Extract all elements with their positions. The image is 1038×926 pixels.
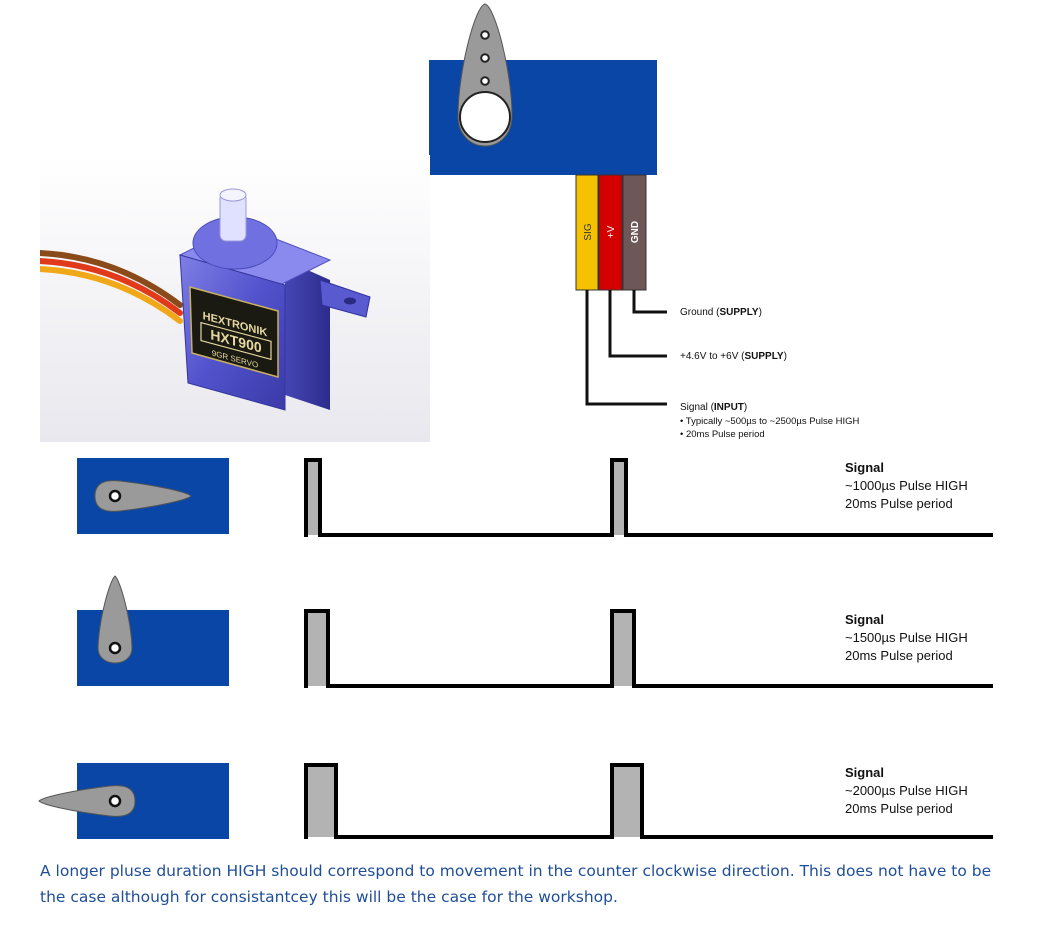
top-servo-horn-hole-1 [480, 30, 490, 40]
pulse-waveform [304, 458, 993, 537]
pin-descriptions: Ground (SUPPLY) +4.6V to +6V (SUPPLY) Si… [680, 307, 860, 440]
servo-body-side [285, 260, 330, 410]
wire-gnd-label: GND [630, 221, 641, 243]
servo-mount-tab [319, 279, 371, 318]
servo-horn-hole [108, 794, 122, 808]
pulse-fill-1 [306, 611, 328, 686]
servo-cable [40, 250, 183, 324]
leader-lines [585, 290, 667, 406]
top-servo-horn-hole-3 [480, 76, 490, 86]
sig-note-range: • Typically ~500µs to ~2500µs Pulse HIGH [680, 416, 860, 427]
signal-period: 20ms Pulse period [845, 648, 953, 663]
pulse-waveform [304, 609, 993, 688]
pulse-waveform [304, 763, 993, 839]
signal-title: Signal [845, 765, 884, 780]
sig-note-period: • 20ms Pulse period [680, 429, 765, 440]
servo-horn-hole [108, 641, 122, 655]
leader-gnd [632, 290, 667, 314]
pulse-fill-1 [306, 460, 320, 535]
servo-shaft-top [219, 188, 247, 202]
signal-title: Signal [845, 612, 884, 627]
top-servo-hub [459, 91, 511, 143]
servo-photo: HEXTRONIK HXT900 9GR SERVO [40, 155, 430, 442]
signal-row-3: Signal ~2000µs Pulse HIGH 20ms Pulse perio… [38, 763, 993, 839]
signal-pulse-width: ~2000µs Pulse HIGH [845, 783, 968, 798]
signal-period: 20ms Pulse period [845, 496, 953, 511]
leader-vplus [608, 290, 667, 358]
photo-model-box [200, 321, 272, 361]
signal-pulse-width: ~1500µs Pulse HIGH [845, 630, 968, 645]
signal-title: Signal [845, 460, 884, 475]
signal-pulse-width: ~1000µs Pulse HIGH [845, 478, 968, 493]
wire-sig-label: SIG [583, 223, 594, 240]
wire-vplus-label: +V [606, 225, 617, 238]
servo-mount-hole [344, 297, 356, 305]
servo-horn [94, 480, 192, 512]
signal-row-1: Signal ~1000µs Pulse HIGH 20ms Pulse perio… [77, 458, 993, 537]
pulse-fill-2 [612, 765, 642, 837]
signal-row-2: Signal ~1500µs Pulse HIGH 20ms Pulse perio… [77, 575, 993, 688]
servo-horn [38, 785, 136, 817]
top-servo-horn-hole-2 [480, 53, 490, 63]
vplus-description: +4.6V to +6V (SUPPLY) [680, 351, 787, 362]
signal-rows: Signal ~1000µs Pulse HIGH 20ms Pulse perio… [38, 458, 993, 839]
leader-sig [585, 290, 667, 406]
pulse-fill-2 [612, 460, 626, 535]
sig-description: Signal (INPUT) [680, 402, 747, 413]
wires: SIG +V GND [575, 174, 647, 291]
pulse-fill-2 [612, 611, 634, 686]
servo-horn [97, 575, 133, 664]
caption-note: A longer pluse duration HIGH should corr… [40, 862, 992, 906]
top-servo [429, 3, 657, 175]
pulse-fill-1 [306, 765, 336, 837]
gnd-description: Ground (SUPPLY) [680, 307, 762, 318]
signal-period: 20ms Pulse period [845, 801, 953, 816]
servo-horn-hole [108, 489, 122, 503]
